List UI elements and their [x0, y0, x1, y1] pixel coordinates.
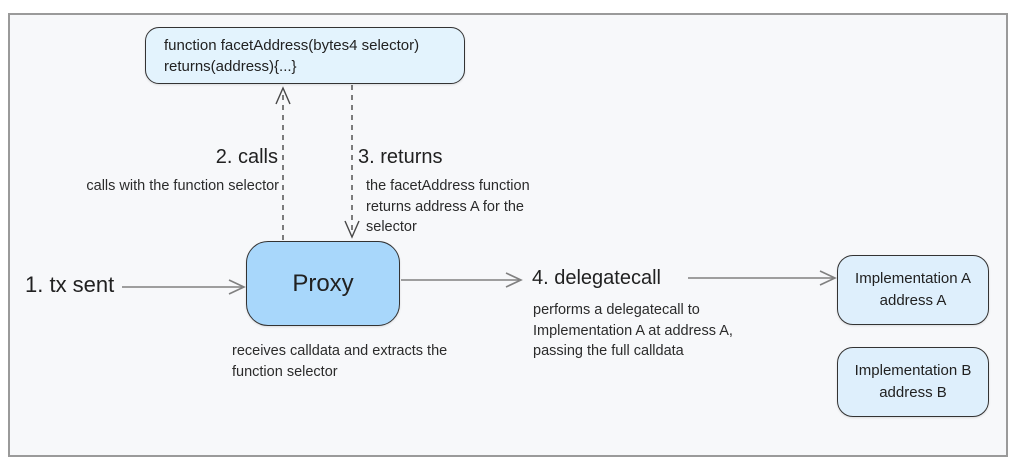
proxy-node: Proxy	[246, 241, 400, 326]
step3-returns-note: the facetAddress function returns addres…	[366, 178, 530, 235]
proxy-note: receives calldata and extracts the funct…	[232, 343, 448, 380]
implementation-a-node: Implementation A address A	[837, 255, 989, 325]
proxy-label: Proxy	[292, 269, 354, 297]
function-signature-line1: function facetAddress(bytes4 selector)	[164, 36, 420, 54]
step2-calls-label: 2. calls	[215, 146, 278, 168]
step4-delegatecall-note: performs a delegatecall to Implementatio…	[533, 302, 733, 359]
step1-tx-sent-label: 1. tx sent	[25, 272, 115, 297]
implementation-b-node: Implementation B address B	[837, 347, 989, 417]
function-signature-line2: returns(address){...}	[164, 57, 297, 75]
implementation-a-address: address A	[879, 292, 947, 309]
implementation-b-address: address B	[879, 384, 947, 401]
implementation-a-name: Implementation A	[855, 270, 971, 287]
function-signature-box: function facetAddress(bytes4 selector) r…	[145, 27, 465, 84]
step2-calls-note: calls with the function selector	[86, 178, 279, 194]
step3-returns-label: 3. returns	[358, 146, 443, 168]
implementation-b-name: Implementation B	[854, 362, 972, 379]
step4-delegatecall-label: 4. delegatecall	[532, 267, 661, 289]
